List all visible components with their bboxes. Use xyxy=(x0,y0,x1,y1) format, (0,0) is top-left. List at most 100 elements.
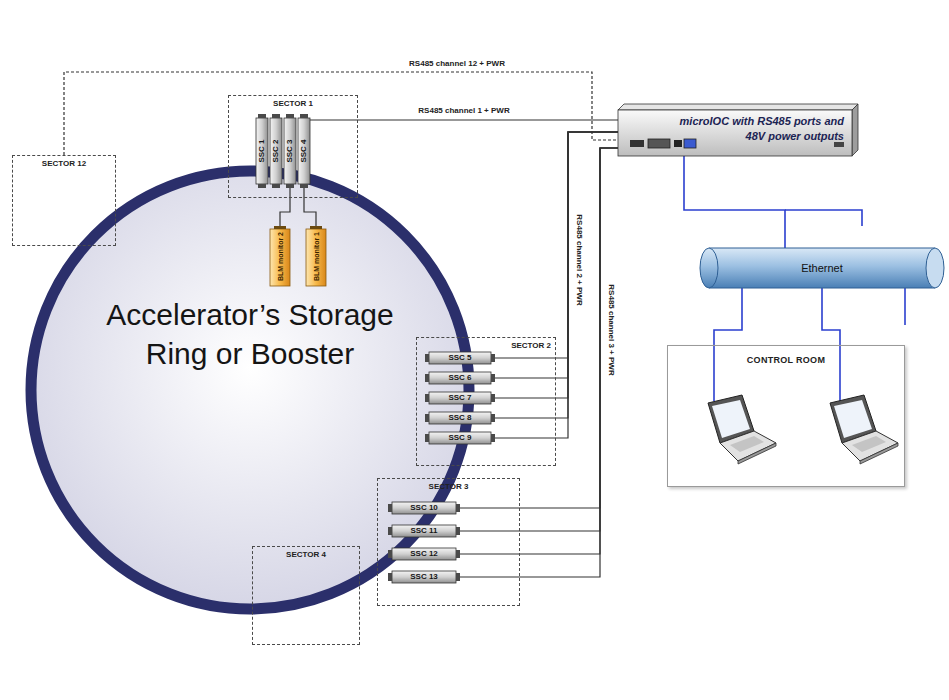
cable-label: RS485 channel 12 + PWR xyxy=(407,59,507,69)
unit-body xyxy=(429,372,491,384)
port xyxy=(674,140,682,147)
node-label: SECTOR 12 xyxy=(13,156,115,168)
rs485-cable xyxy=(460,148,618,508)
monitor-body xyxy=(306,229,326,286)
node-label: microIOC with RS485 ports and 48V power … xyxy=(674,114,844,144)
node-label: SECTOR 4 xyxy=(253,547,359,559)
monitor-body xyxy=(270,229,290,286)
microioc-chassis: microIOC with RS485 ports and 48V power … xyxy=(618,104,858,156)
unit-cap xyxy=(456,527,460,535)
node-label: SSC 12 xyxy=(410,549,438,559)
rs485-cable xyxy=(460,148,618,531)
unit-cap xyxy=(425,354,429,362)
rs485-cable xyxy=(495,132,618,398)
unit-cap xyxy=(300,114,308,118)
unit-cap xyxy=(491,414,495,422)
ssc-unit: SSC 11 xyxy=(388,525,460,537)
node-label: SSC 2 xyxy=(271,139,281,162)
unit-cap xyxy=(272,184,280,188)
control-room: CONTROL ROOM xyxy=(667,345,905,487)
unit-cap xyxy=(491,374,495,382)
unit-body xyxy=(270,118,282,184)
bus-edge xyxy=(709,248,935,288)
blm-monitor: BLM monitor 2 xyxy=(270,226,290,286)
unit-cap xyxy=(388,550,392,558)
node-label: SSC 4 xyxy=(299,139,309,162)
node-label: SSC 11 xyxy=(410,526,437,536)
ssc-unit: SSC 9 xyxy=(425,432,495,444)
monitor-cap xyxy=(274,226,286,229)
node-label: SSC 13 xyxy=(410,572,438,582)
laptop-icon xyxy=(708,395,776,464)
rs485-cable xyxy=(64,72,618,155)
network-stub-wires xyxy=(714,210,905,401)
node-label: Accelerator’s Storage Ring or Booster xyxy=(80,295,420,373)
node-label: SSC 7 xyxy=(448,393,471,403)
sector-box: SECTOR 2 SSC 5 SSC 6 SSC 7 SSC 8 SSC 9 xyxy=(416,337,556,466)
node-label: SSC 10 xyxy=(410,503,438,513)
node-label: BLM monitor 2 xyxy=(276,232,285,281)
port xyxy=(630,140,644,147)
chassis-side xyxy=(852,104,858,156)
unit-body xyxy=(429,432,491,444)
ssc-unit: SSC 7 xyxy=(425,392,495,404)
ethernet-wire xyxy=(785,210,862,226)
unit-cap xyxy=(286,114,294,118)
sector-box: SECTOR 12 xyxy=(12,155,116,246)
unit-body xyxy=(284,118,296,184)
ethernet-bus: Ethernet xyxy=(700,248,944,288)
node-label: SSC 3 xyxy=(285,139,295,162)
ssc-unit: SSC 12 xyxy=(388,548,460,560)
node-label: CONTROL ROOM xyxy=(668,346,904,365)
ssc-unit: SSC 4 xyxy=(298,114,310,188)
network-port xyxy=(684,139,696,148)
node-label: SECTOR 2 xyxy=(417,338,555,350)
network-cable xyxy=(714,288,742,345)
unit-cap xyxy=(272,114,280,118)
rs485-cable xyxy=(460,148,618,554)
cable-label: RS485 channel 3 + PWR xyxy=(606,282,616,377)
network-cable xyxy=(684,156,785,248)
rs485-cable xyxy=(495,132,618,438)
unit-cap xyxy=(388,573,392,581)
unit-cap xyxy=(425,434,429,442)
rs485-cable xyxy=(310,119,618,120)
unit-body xyxy=(392,525,456,537)
ssc-unit: SSC 10 xyxy=(388,502,460,514)
ssc-unit: SSC 2 xyxy=(270,114,282,188)
unit-body xyxy=(429,412,491,424)
unit-body xyxy=(429,352,491,364)
blm-monitor: BLM monitor 1 xyxy=(306,226,326,286)
storage-ring: Accelerator’s Storage Ring or Booster xyxy=(25,165,475,615)
ethernet-wire xyxy=(904,288,906,325)
unit-cap xyxy=(491,354,495,362)
sector-box: SECTOR 1SSC 1SSC 2SSC 3SSC 4 xyxy=(228,95,358,198)
port xyxy=(648,139,670,148)
unit-body xyxy=(392,548,456,560)
bus-end xyxy=(700,248,718,288)
unit-cap xyxy=(425,414,429,422)
node-label: Ethernet xyxy=(801,262,843,274)
chassis-top xyxy=(618,104,858,110)
unit-body xyxy=(392,502,456,514)
rs485-cable xyxy=(495,132,618,418)
node-outline xyxy=(25,165,475,615)
node-label: SSC 5 xyxy=(448,353,471,363)
unit-cap xyxy=(425,394,429,402)
ssc-unit: SSC 6 xyxy=(425,372,495,384)
ssc-unit: SSC 5 xyxy=(425,352,495,364)
unit-cap xyxy=(300,184,308,188)
unit-cap xyxy=(286,184,294,188)
cable-label: RS485 channel 2 + PWR xyxy=(574,212,584,307)
unit-body xyxy=(429,392,491,404)
ssc-unit: SSC 3 xyxy=(284,114,296,188)
unit-body xyxy=(256,118,268,184)
laptop-wire xyxy=(839,345,841,401)
node-label: SSC 6 xyxy=(448,373,471,383)
node-label: BLM monitor 1 xyxy=(312,232,321,281)
unit-cap xyxy=(456,550,460,558)
ssc-unit: SSC 8 xyxy=(425,412,495,424)
unit-cap xyxy=(258,184,266,188)
node-label: SECTOR 3 xyxy=(378,479,519,491)
sector-box: SECTOR 3 SSC 10 SSC 11 SSC 12 SSC 13 xyxy=(377,478,520,606)
